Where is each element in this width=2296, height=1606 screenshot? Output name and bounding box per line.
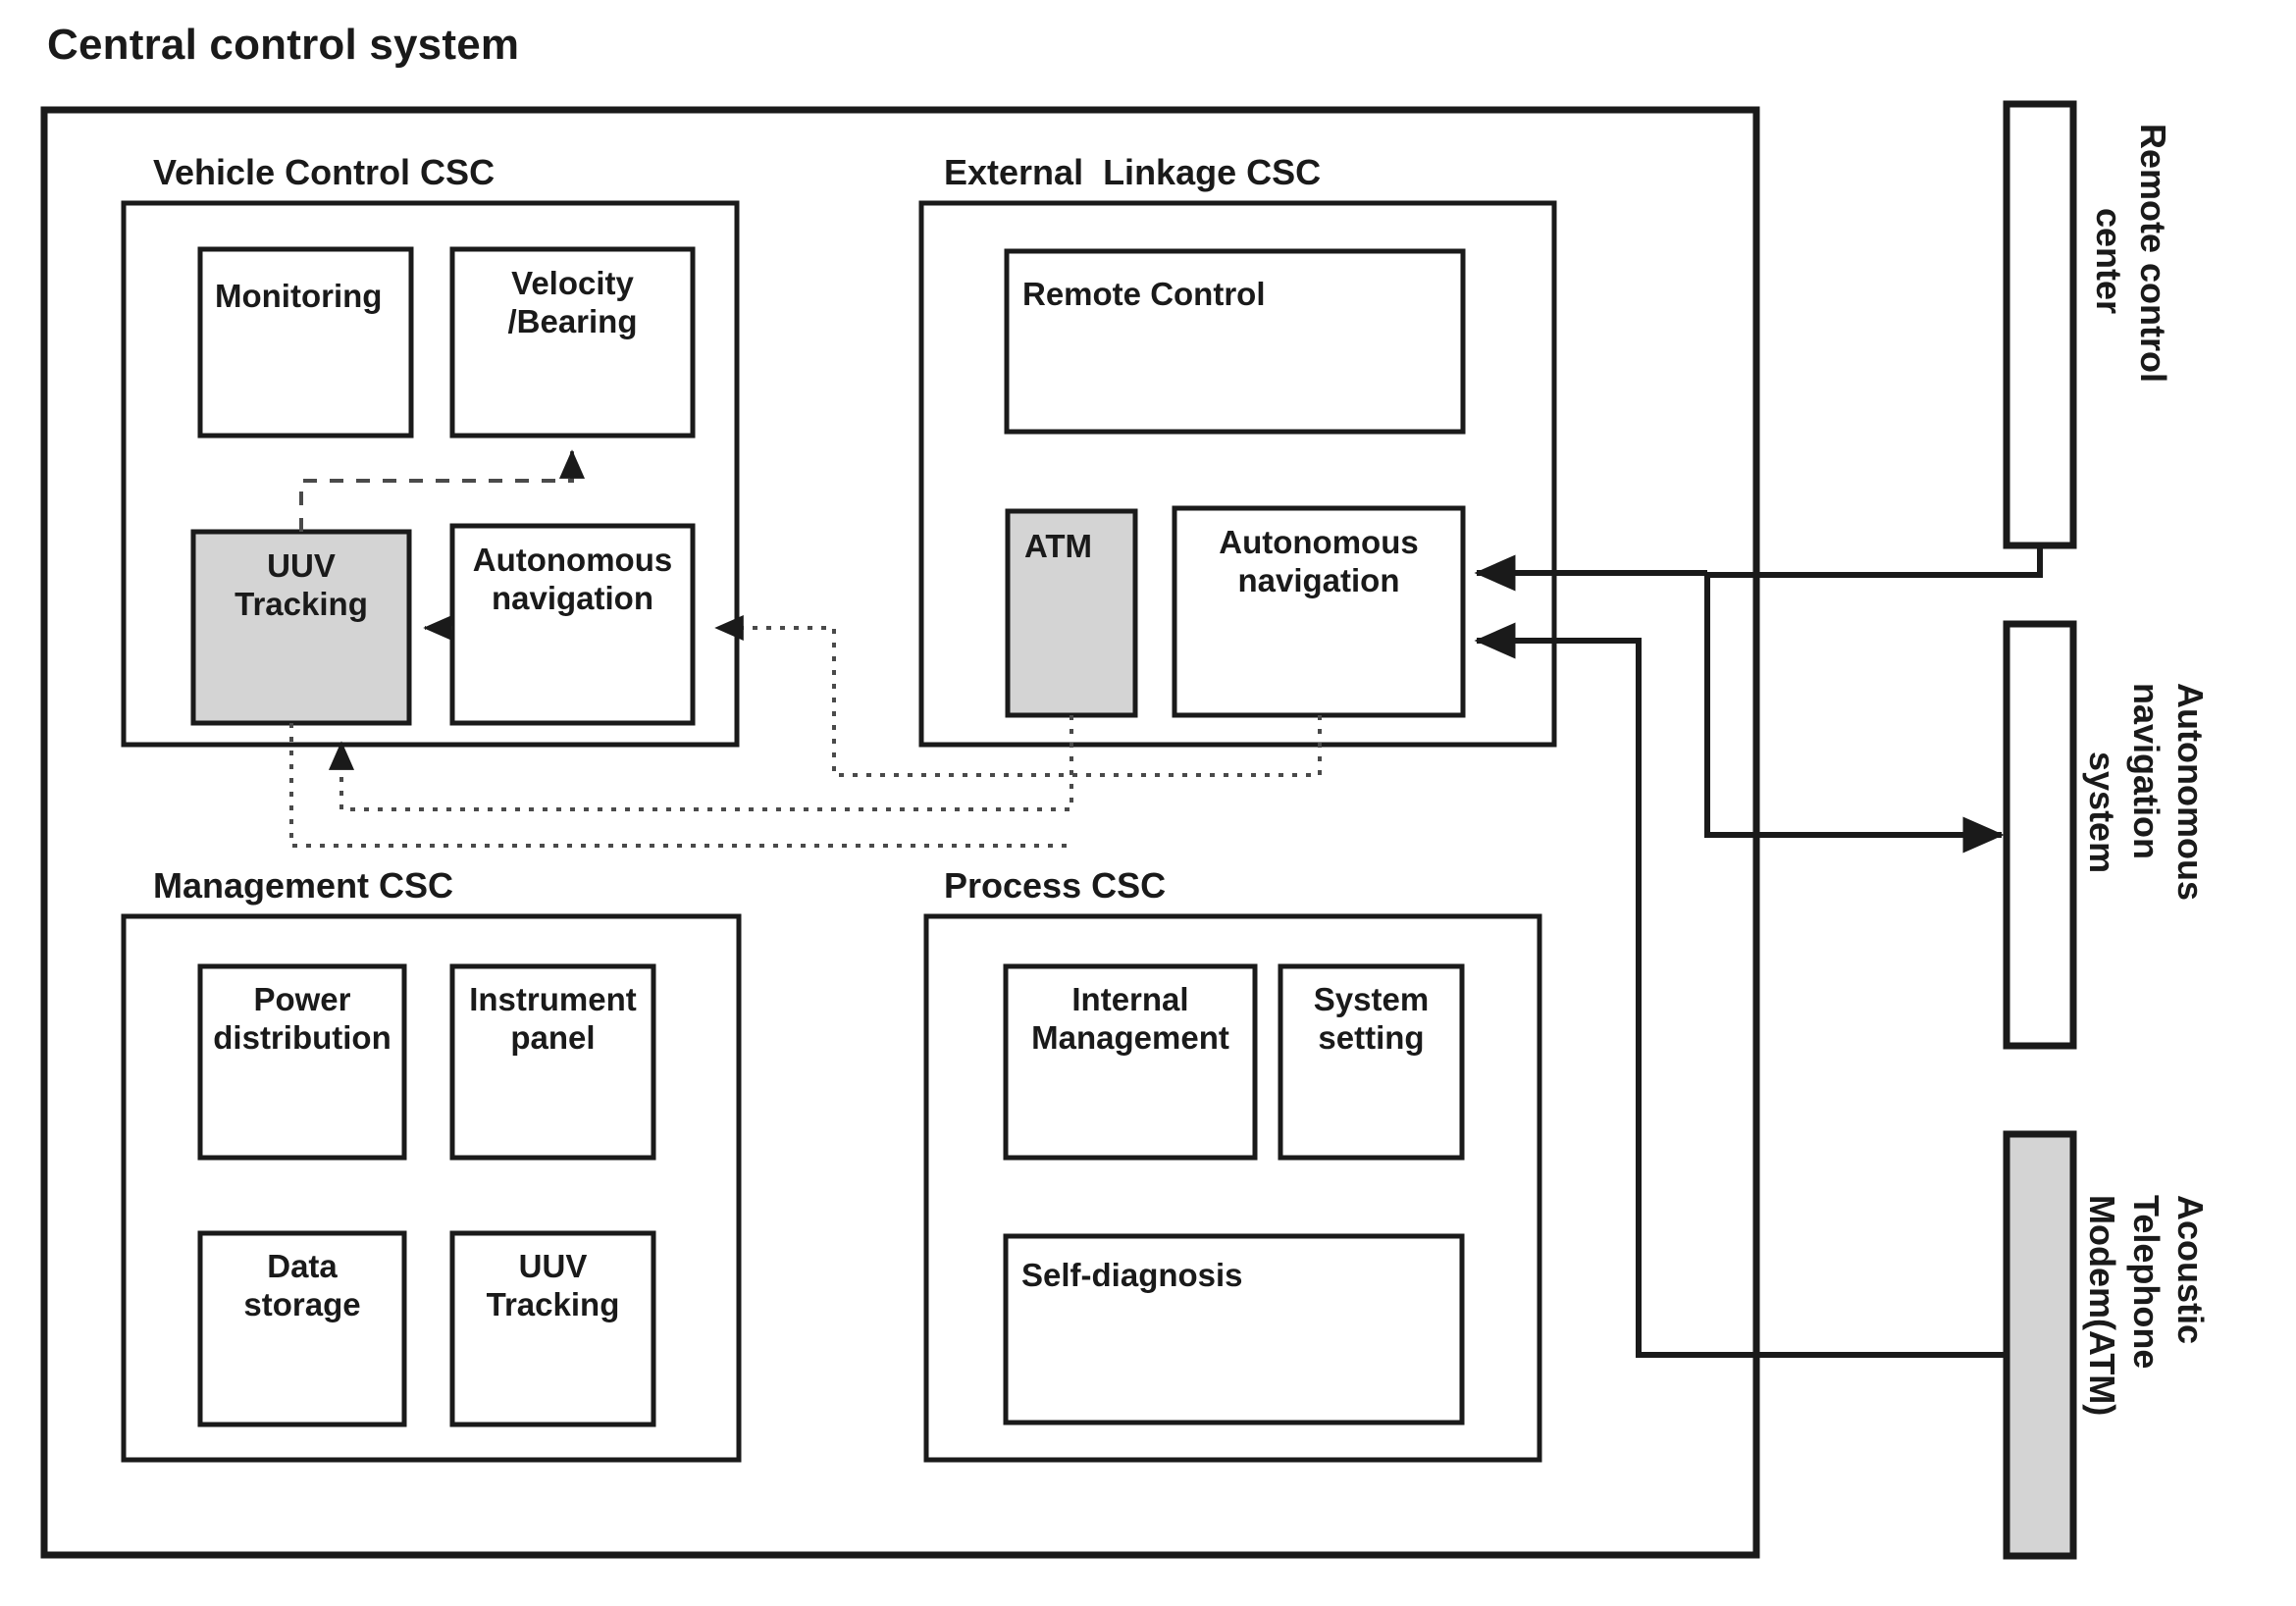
velocity-bearing-label: Velocity /Bearing [507,265,638,339]
system-setting-label: System setting [1313,981,1430,1056]
data-storage-label: Data storage [243,1248,361,1322]
management-csc-title: Management CSC [153,865,454,906]
autonomous-navigation-vc-label: Autonomous navigation [472,542,673,616]
autonomous-navigation-vc-box[interactable] [449,523,696,726]
self-diagnosis-label: Self-diagnosis [1021,1257,1243,1293]
internal-management-label: Internal Management [1031,981,1229,1056]
remote-control-box[interactable] [1004,248,1466,435]
autonomous-navigation-el-box[interactable] [1172,505,1466,718]
self-diagnosis-box[interactable] [1003,1233,1465,1425]
connector-to-autonav-system [1704,573,2005,854]
monitoring-box[interactable] [197,246,414,439]
power-distribution-box[interactable] [197,963,407,1161]
atm-label: ATM [1024,528,1093,564]
acoustic-telephone-modem-label-line1: Acoustic [2170,1195,2211,1345]
acoustic-telephone-modem-label-line2: Telephone [2126,1195,2166,1370]
autonomous-navigation-el-label: Autonomous navigation [1219,524,1419,598]
uuv-tracking-mg-box[interactable] [449,1230,656,1427]
connector-atm-unit-to-autonav [1474,622,2007,1358]
autonomous-navigation-system-box[interactable] [2003,620,2077,1050]
autonomous-navigation-system-label-line2: navigation [2126,683,2166,860]
uuv-tracking-mg-label: UUV Tracking [486,1248,620,1322]
external-linkage-csc-title: External Linkage CSC [944,152,1322,192]
acoustic-telephone-modem-box[interactable] [2003,1130,2077,1560]
data-storage-box[interactable] [197,1230,407,1427]
vehicle-control-csc-title: Vehicle Control CSC [153,152,496,192]
remote-control-label: Remote Control [1022,276,1266,312]
autonomous-navigation-system-label-line1: Autonomous [2170,683,2211,901]
system-setting-box[interactable] [1278,963,1465,1161]
connector-autonav-el-to-autonav-vc [714,614,1322,777]
instrument-panel-label: Instrument panel [469,981,637,1056]
velocity-bearing-box[interactable] [449,246,696,439]
connector-uuvtracking-to-velocity [299,449,586,532]
monitoring-label: Monitoring [215,278,383,314]
process-csc-title: Process CSC [944,865,1167,906]
acoustic-telephone-modem-label-line3: Modem(ATM) [2082,1195,2122,1417]
uuv-tracking-vc-label: UUV Tracking [235,547,368,622]
remote-control-center-box[interactable] [2003,100,2077,549]
remote-control-center-label-line2: center [2089,208,2129,315]
uuv-tracking-vc-box[interactable] [190,529,412,726]
autonomous-navigation-system-label-line3: system [2082,751,2122,874]
page-title: Central control system [47,21,520,69]
internal-management-box[interactable] [1003,963,1258,1161]
remote-control-center-label-line1: Remote control [2133,124,2173,384]
power-distribution-label: Power distribution [213,981,391,1056]
instrument-panel-box[interactable] [449,963,656,1161]
